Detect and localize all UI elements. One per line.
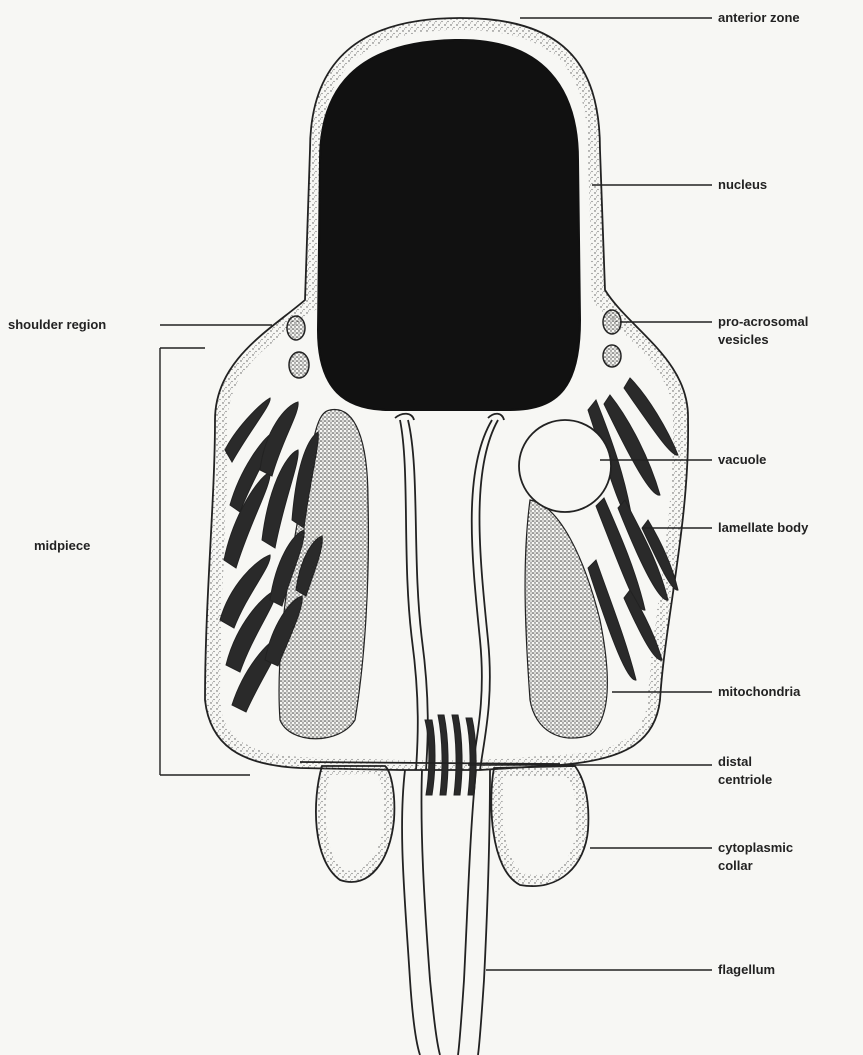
label-midpiece: midpiece	[34, 538, 90, 553]
label-shoulder-region: shoulder region	[8, 317, 106, 332]
label-vesicles: vesicles	[718, 332, 769, 347]
vacuole	[519, 420, 611, 512]
flagellum	[402, 770, 490, 1055]
label-lamellate-body: lamellate body	[718, 520, 809, 535]
label-pro-acrosomal: pro-acrosomal	[718, 314, 808, 329]
label-distal: distal	[718, 754, 752, 769]
label-mitochondria: mitochondria	[718, 684, 801, 699]
label-collar: collar	[718, 858, 753, 873]
nucleus	[318, 40, 580, 410]
label-nucleus: nucleus	[718, 177, 767, 192]
label-centriole: centriole	[718, 772, 772, 787]
label-anterior-zone: anterior zone	[718, 10, 800, 25]
label-vacuole: vacuole	[718, 452, 766, 467]
cytoplasmic-collar	[316, 766, 589, 886]
label-flagellum: flagellum	[718, 962, 775, 977]
label-cytoplasmic: cytoplasmic	[718, 840, 793, 855]
